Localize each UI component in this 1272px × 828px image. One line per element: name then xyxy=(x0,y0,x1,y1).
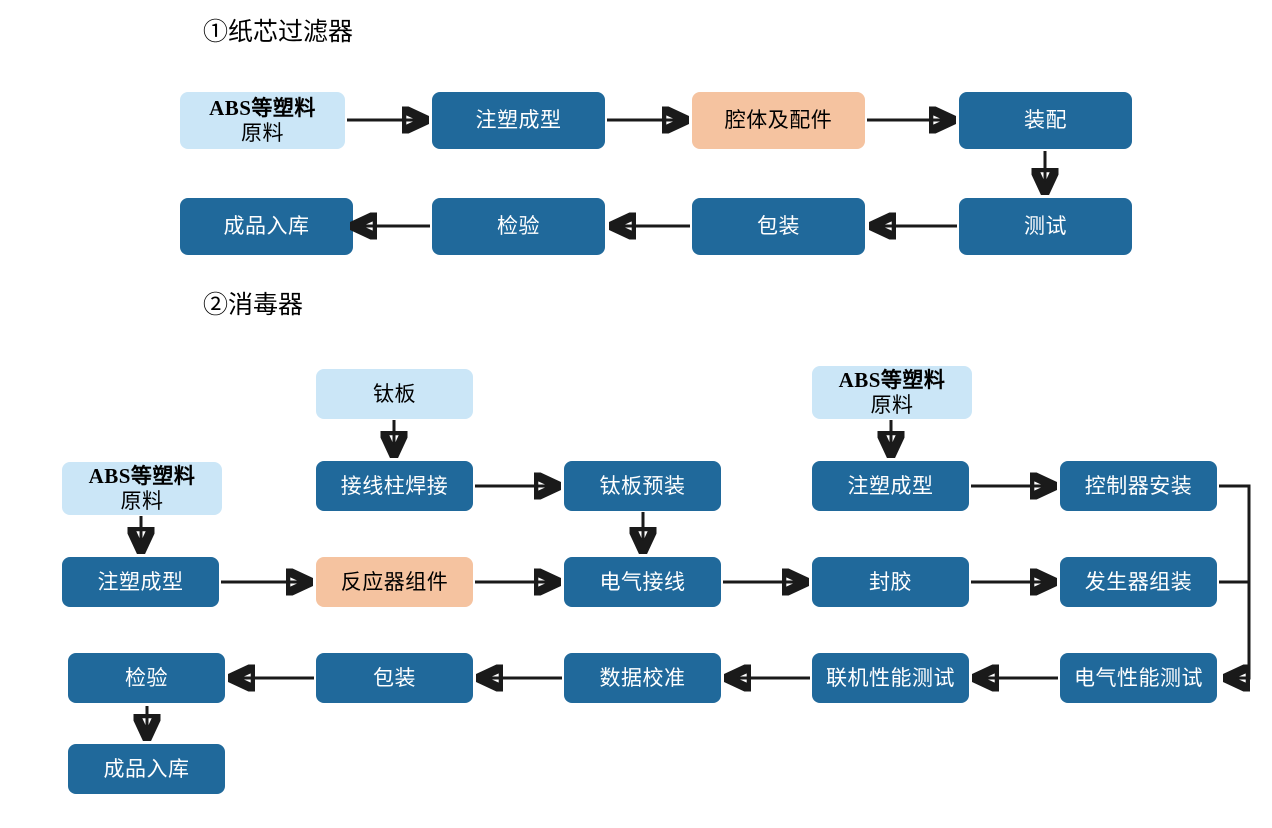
node-injection-molding[interactable]: 注塑成型 xyxy=(432,92,605,149)
node-injection-molding-right[interactable]: 注塑成型 xyxy=(812,461,969,511)
node-inspection-2[interactable]: 检验 xyxy=(68,653,225,703)
node-electrical-wiring[interactable]: 电气接线 xyxy=(564,557,721,607)
node-terminal-welding[interactable]: 接线柱焊接 xyxy=(316,461,473,511)
section-title-sterilizer: ②消毒器 xyxy=(203,292,304,319)
node-cavity-and-parts[interactable]: 腔体及配件 xyxy=(692,92,865,149)
node-finished-goods-warehouse[interactable]: 成品入库 xyxy=(180,198,353,255)
node-generator-assembly[interactable]: 发生器组装 xyxy=(1060,557,1217,607)
node-testing[interactable]: 测试 xyxy=(959,198,1132,255)
node-abs-plastic-raw-material-top[interactable]: ABS等塑料 原料 xyxy=(812,366,972,419)
node-finished-goods-warehouse-2[interactable]: 成品入库 xyxy=(68,744,225,794)
node-controller-installation[interactable]: 控制器安装 xyxy=(1060,461,1217,511)
node-abs-plastic-raw-material[interactable]: ABS等塑料 原料 xyxy=(180,92,345,149)
node-label-bold: ABS等塑料 xyxy=(838,367,946,392)
node-label-line2: 原料 xyxy=(120,488,164,513)
node-label-line2: 原料 xyxy=(870,392,914,417)
node-assembly[interactable]: 装配 xyxy=(959,92,1132,149)
section-title-paper-core-filter: ①纸芯过滤器 xyxy=(203,19,354,46)
node-label-bold: ABS等塑料 xyxy=(88,463,196,488)
node-label-bold: ABS等塑料 xyxy=(209,95,316,120)
node-label-line2: 原料 xyxy=(241,120,284,145)
node-packaging-2[interactable]: 包装 xyxy=(316,653,473,703)
node-abs-plastic-raw-material-left[interactable]: ABS等塑料 原料 xyxy=(62,462,222,515)
edge-controller-to-electrical-test xyxy=(1219,484,1251,678)
node-inspection[interactable]: 检验 xyxy=(432,198,605,255)
node-packaging[interactable]: 包装 xyxy=(692,198,865,255)
node-reactor-assembly-part[interactable]: 反应器组件 xyxy=(316,557,473,607)
node-sealing-glue[interactable]: 封胶 xyxy=(812,557,969,607)
node-online-performance-test[interactable]: 联机性能测试 xyxy=(812,653,969,703)
node-injection-molding-left[interactable]: 注塑成型 xyxy=(62,557,219,607)
node-electrical-performance-test[interactable]: 电气性能测试 xyxy=(1060,653,1217,703)
node-titanium-plate[interactable]: 钛板 xyxy=(316,369,473,419)
node-titanium-plate-preassembly[interactable]: 钛板预装 xyxy=(564,461,721,511)
node-data-calibration[interactable]: 数据校准 xyxy=(564,653,721,703)
